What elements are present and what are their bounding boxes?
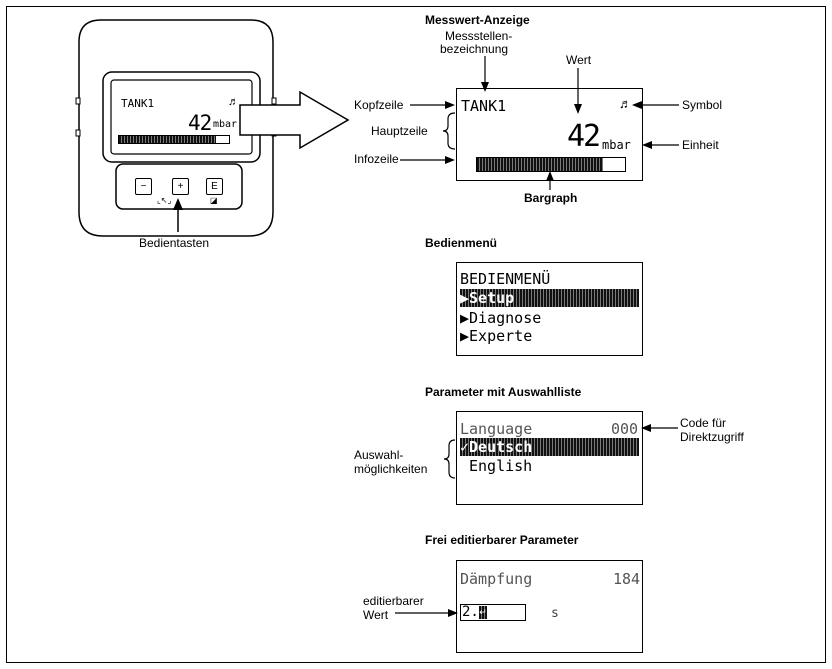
editable-title: Frei editierbarer Parameter (425, 533, 579, 547)
hollow-arrow-icon (239, 90, 350, 150)
enter-cursor-icon: ↵ (479, 606, 487, 619)
menu-item-diagnose[interactable]: ▶Diagnose (460, 309, 542, 327)
menu-heading: BEDIENMENÜ (460, 270, 551, 288)
menu-item-experte[interactable]: ▶Experte (460, 327, 533, 345)
editable-value: 2. (462, 604, 479, 620)
plus-key[interactable]: + (172, 178, 189, 195)
editable-param-name: Dämpfung (460, 570, 533, 588)
display-unit: mbar (602, 138, 631, 152)
display-tag: TANK1 (461, 97, 507, 115)
device-unit: mbar (213, 119, 238, 130)
device-symbol-icon: ♬ (228, 96, 239, 108)
unit-label: Einheit (682, 138, 719, 152)
editable-unit: s (551, 606, 559, 621)
device-tag: TANK1 (121, 97, 155, 110)
display-bargraph (476, 157, 626, 172)
editable-label-line2: Wert (363, 608, 389, 622)
picklist-title: Parameter mit Auswahlliste (425, 385, 582, 399)
triangle-right-icon: ▶ (460, 309, 470, 327)
display-value: 42 (567, 119, 601, 154)
bargraph-fill (477, 158, 603, 171)
triangle-right-icon: ▶ (460, 289, 470, 307)
code-label-line1: Code für (680, 416, 727, 430)
info-line-label: Infozeile (354, 152, 399, 166)
option-deutsch[interactable]: ✓Deutsch (460, 438, 639, 456)
escape-combo-icon: ⌞↖⌟ (157, 196, 172, 205)
triangle-right-icon: ▶ (460, 327, 470, 345)
editable-value-field[interactable]: 2. ↵ (460, 604, 526, 621)
symbol-label: Symbol (682, 98, 723, 112)
header-line-label: Kopfzeile (354, 98, 404, 112)
choices-label-line2: möglichkeiten (354, 462, 428, 476)
option-english[interactable]: English (469, 457, 533, 475)
choices-label-line1: Auswahl- (354, 448, 404, 462)
main-line-label: Hauptzeile (371, 124, 428, 138)
tag-label-line1: Messstellen- (445, 29, 513, 43)
contrast-icon: ◪ (210, 196, 218, 205)
menu-item-setup[interactable]: ▶Setup (460, 289, 639, 307)
display-symbol-icon: ♬ (619, 96, 632, 111)
checkmark-icon: ✓ (460, 438, 470, 456)
measure-view-title: Messwert-Anzeige (425, 13, 530, 27)
keys-label: Bedientasten (139, 236, 210, 250)
editable-code: 184 (613, 570, 641, 588)
picklist-display (456, 411, 643, 505)
menu-display (456, 262, 643, 356)
tag-label-line2: bezeichnung (440, 42, 509, 56)
minus-key[interactable]: − (135, 178, 152, 195)
bargraph-label: Bargraph (524, 191, 578, 205)
enter-key[interactable]: E (206, 178, 223, 195)
editable-display (456, 560, 643, 653)
value-label: Wert (566, 53, 592, 67)
code-label-line2: Direktzugriff (680, 430, 744, 444)
device-value: 42 (188, 111, 212, 135)
picklist-code: 000 (611, 420, 639, 438)
editable-label-line1: editierbarer (363, 594, 424, 608)
picklist-param-name: Language (460, 420, 533, 438)
menu-title: Bedienmenü (425, 236, 498, 250)
figure-frame (6, 6, 826, 663)
device-bargraph (118, 135, 230, 144)
